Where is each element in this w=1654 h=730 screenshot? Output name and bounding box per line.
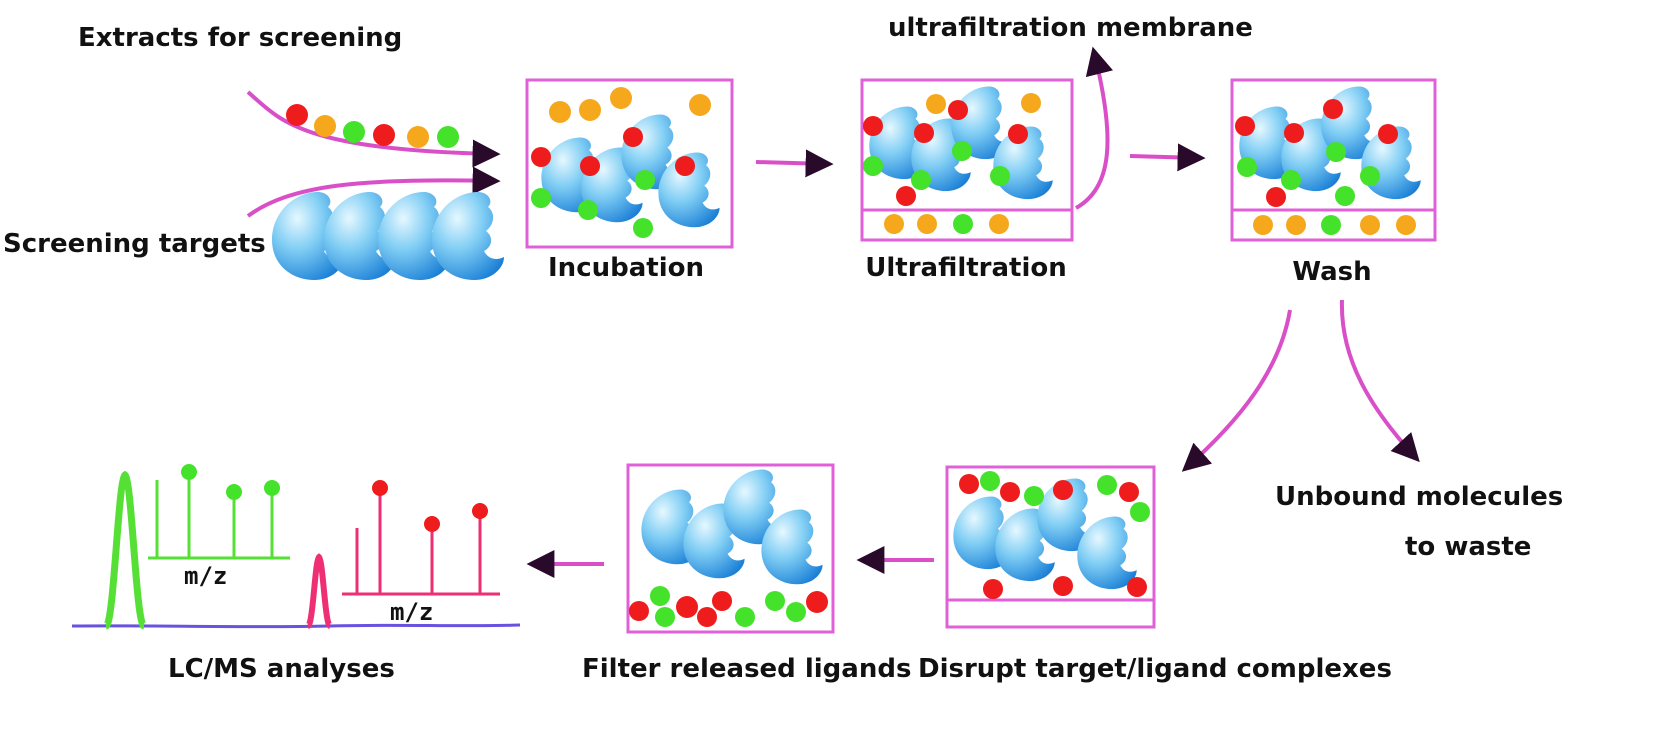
- incubation-box: [525, 78, 734, 249]
- wash-label: Wash: [1292, 257, 1372, 287]
- arrow-ultrafiltration-to-wash: [1129, 143, 1206, 172]
- targets-arrow: [246, 166, 501, 218]
- disrupt-label: Disrupt target/ligand complexes: [918, 654, 1392, 684]
- extracts-arrow: [246, 90, 501, 168]
- waste-label-line2: to waste: [1405, 532, 1532, 562]
- green-mass-spectrum: [148, 464, 290, 560]
- arrow-incubation-to-ultrafiltration: [755, 149, 834, 178]
- extracts-label: Extracts for screening: [78, 23, 403, 53]
- extract-ligands: [286, 104, 459, 148]
- membrane-label: ultrafiltration membrane: [888, 13, 1253, 43]
- lcms-chromatogram: [71, 470, 521, 630]
- ultrafiltration-box: [860, 78, 1074, 242]
- arrow-wash-to-disrupt: [1181, 309, 1292, 472]
- screening-targets: [272, 192, 504, 280]
- targets-label: Screening targets: [3, 229, 266, 259]
- arrow-wash-to-waste: [1339, 299, 1420, 463]
- filter-label: Filter released ligands: [582, 654, 912, 684]
- lcms-label: LC/MS analyses: [168, 654, 395, 684]
- green-spectrum-axis-label: m/z: [184, 562, 228, 590]
- ultrafiltration-label: Ultrafiltration: [865, 253, 1067, 283]
- red-spectrum-axis-label: m/z: [390, 598, 434, 626]
- membrane-pointer-arrow: [1075, 46, 1114, 210]
- wash-box: [1230, 78, 1437, 242]
- filter-box: [626, 463, 835, 634]
- red-mass-spectrum: [342, 480, 500, 596]
- incubation-label: Incubation: [548, 253, 704, 283]
- disrupt-box: [945, 465, 1156, 629]
- waste-label-line1: Unbound molecules: [1275, 482, 1564, 512]
